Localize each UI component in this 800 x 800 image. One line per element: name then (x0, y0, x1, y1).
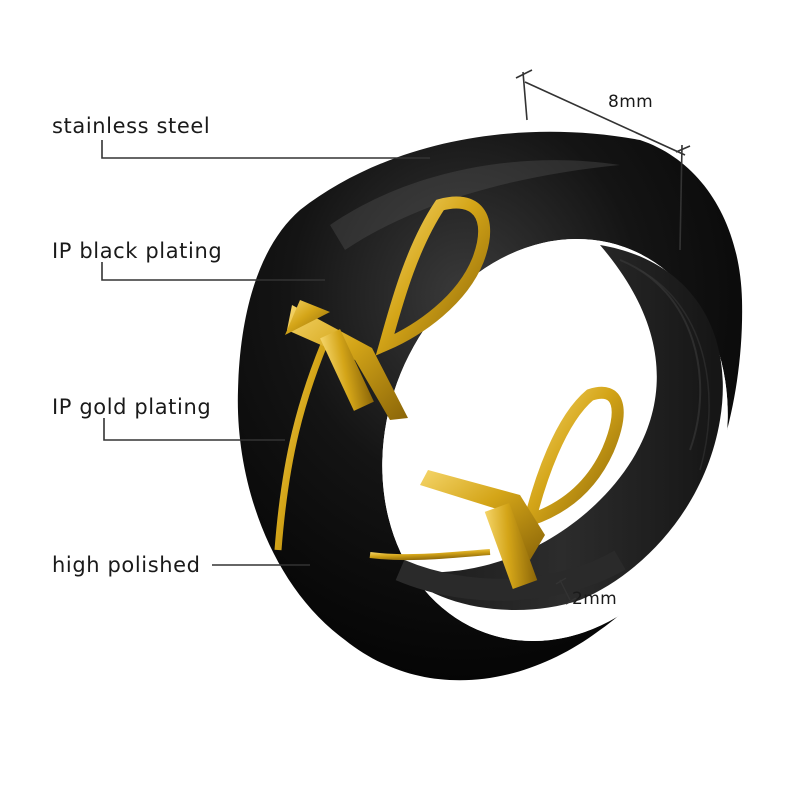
polish-highlight (330, 160, 620, 250)
label-stainless-steel: stainless steel (52, 114, 211, 138)
leader-stainless-steel (101, 140, 430, 159)
label-thickness-2mm: 2mm (572, 589, 618, 609)
label-ip-black-plating: IP black plating (52, 239, 223, 263)
leader-ip-black-plating (101, 262, 325, 281)
ankh-outer-icon (285, 196, 491, 420)
ankh-inner-icon (420, 386, 624, 589)
width-dimension (515, 69, 691, 251)
label-high-polished: high polished (52, 553, 201, 577)
callout-lines (101, 140, 430, 566)
label-ip-gold-plating: IP gold plating (52, 395, 212, 419)
gold-inlay-line (274, 328, 334, 551)
gold-inlay-line-inner (369, 549, 491, 561)
label-width-8mm: 8mm (608, 92, 654, 112)
leader-ip-gold-plating (103, 418, 285, 441)
thickness-dimension (555, 577, 577, 605)
